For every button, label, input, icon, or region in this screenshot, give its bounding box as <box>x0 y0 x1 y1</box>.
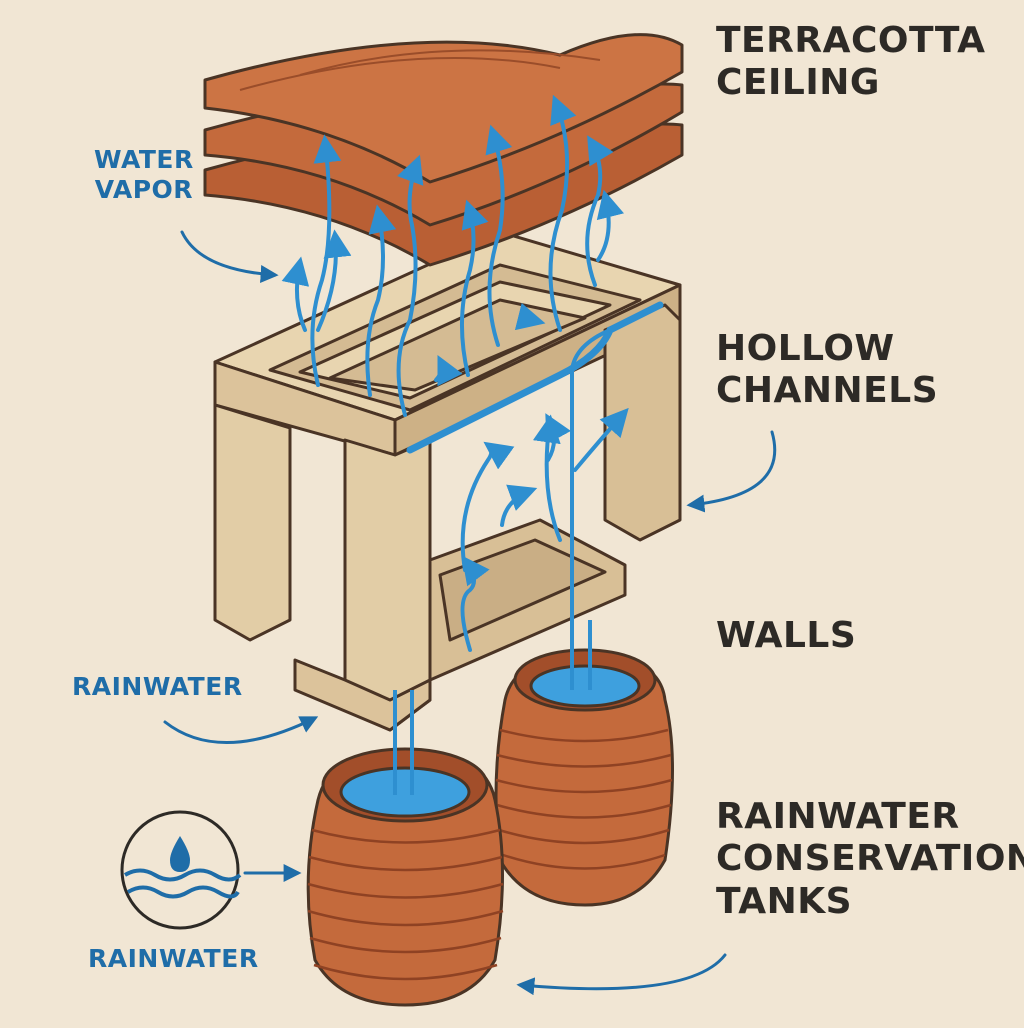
pointer-arrows <box>163 230 777 996</box>
rain-icon <box>120 810 242 930</box>
tank-front <box>306 747 504 1007</box>
vapor-arrow-icon <box>310 134 342 387</box>
water-waves-icon <box>123 868 242 899</box>
pointer-arrow-icon <box>180 230 279 284</box>
label-hollow-channels: HOLLOW CHANNELS <box>716 328 938 413</box>
label-water-vapor: WATER VAPOR <box>94 145 194 204</box>
label-rainwater-lower: RAINWATER <box>88 944 259 973</box>
vapor-arrows <box>281 94 629 652</box>
label-line: CONSERVATION <box>716 838 1024 880</box>
label-line: HOLLOW <box>716 328 895 369</box>
label-line: CHANNELS <box>716 370 939 412</box>
label-line: TERRACOTTA <box>716 20 986 61</box>
tank-back <box>494 648 674 907</box>
label-terracotta-ceiling: TERRACOTTA CEILING <box>716 20 985 105</box>
label-line: TANKS <box>716 880 853 922</box>
label-rainwater-upper: RAINWATER <box>72 672 243 701</box>
label-line: RAINWATER <box>716 796 960 837</box>
label-line: VAPOR <box>94 174 194 204</box>
label-walls: WALLS <box>716 615 857 656</box>
label-line: CEILING <box>716 62 880 104</box>
water-pipes <box>393 328 611 795</box>
label-rainwater-conservation-tanks: RAINWATER CONSERVATION TANKS <box>716 796 1024 923</box>
terracotta-ceiling <box>203 33 684 267</box>
label-line: WATER <box>94 145 194 174</box>
rain-drop-icon <box>170 836 190 872</box>
